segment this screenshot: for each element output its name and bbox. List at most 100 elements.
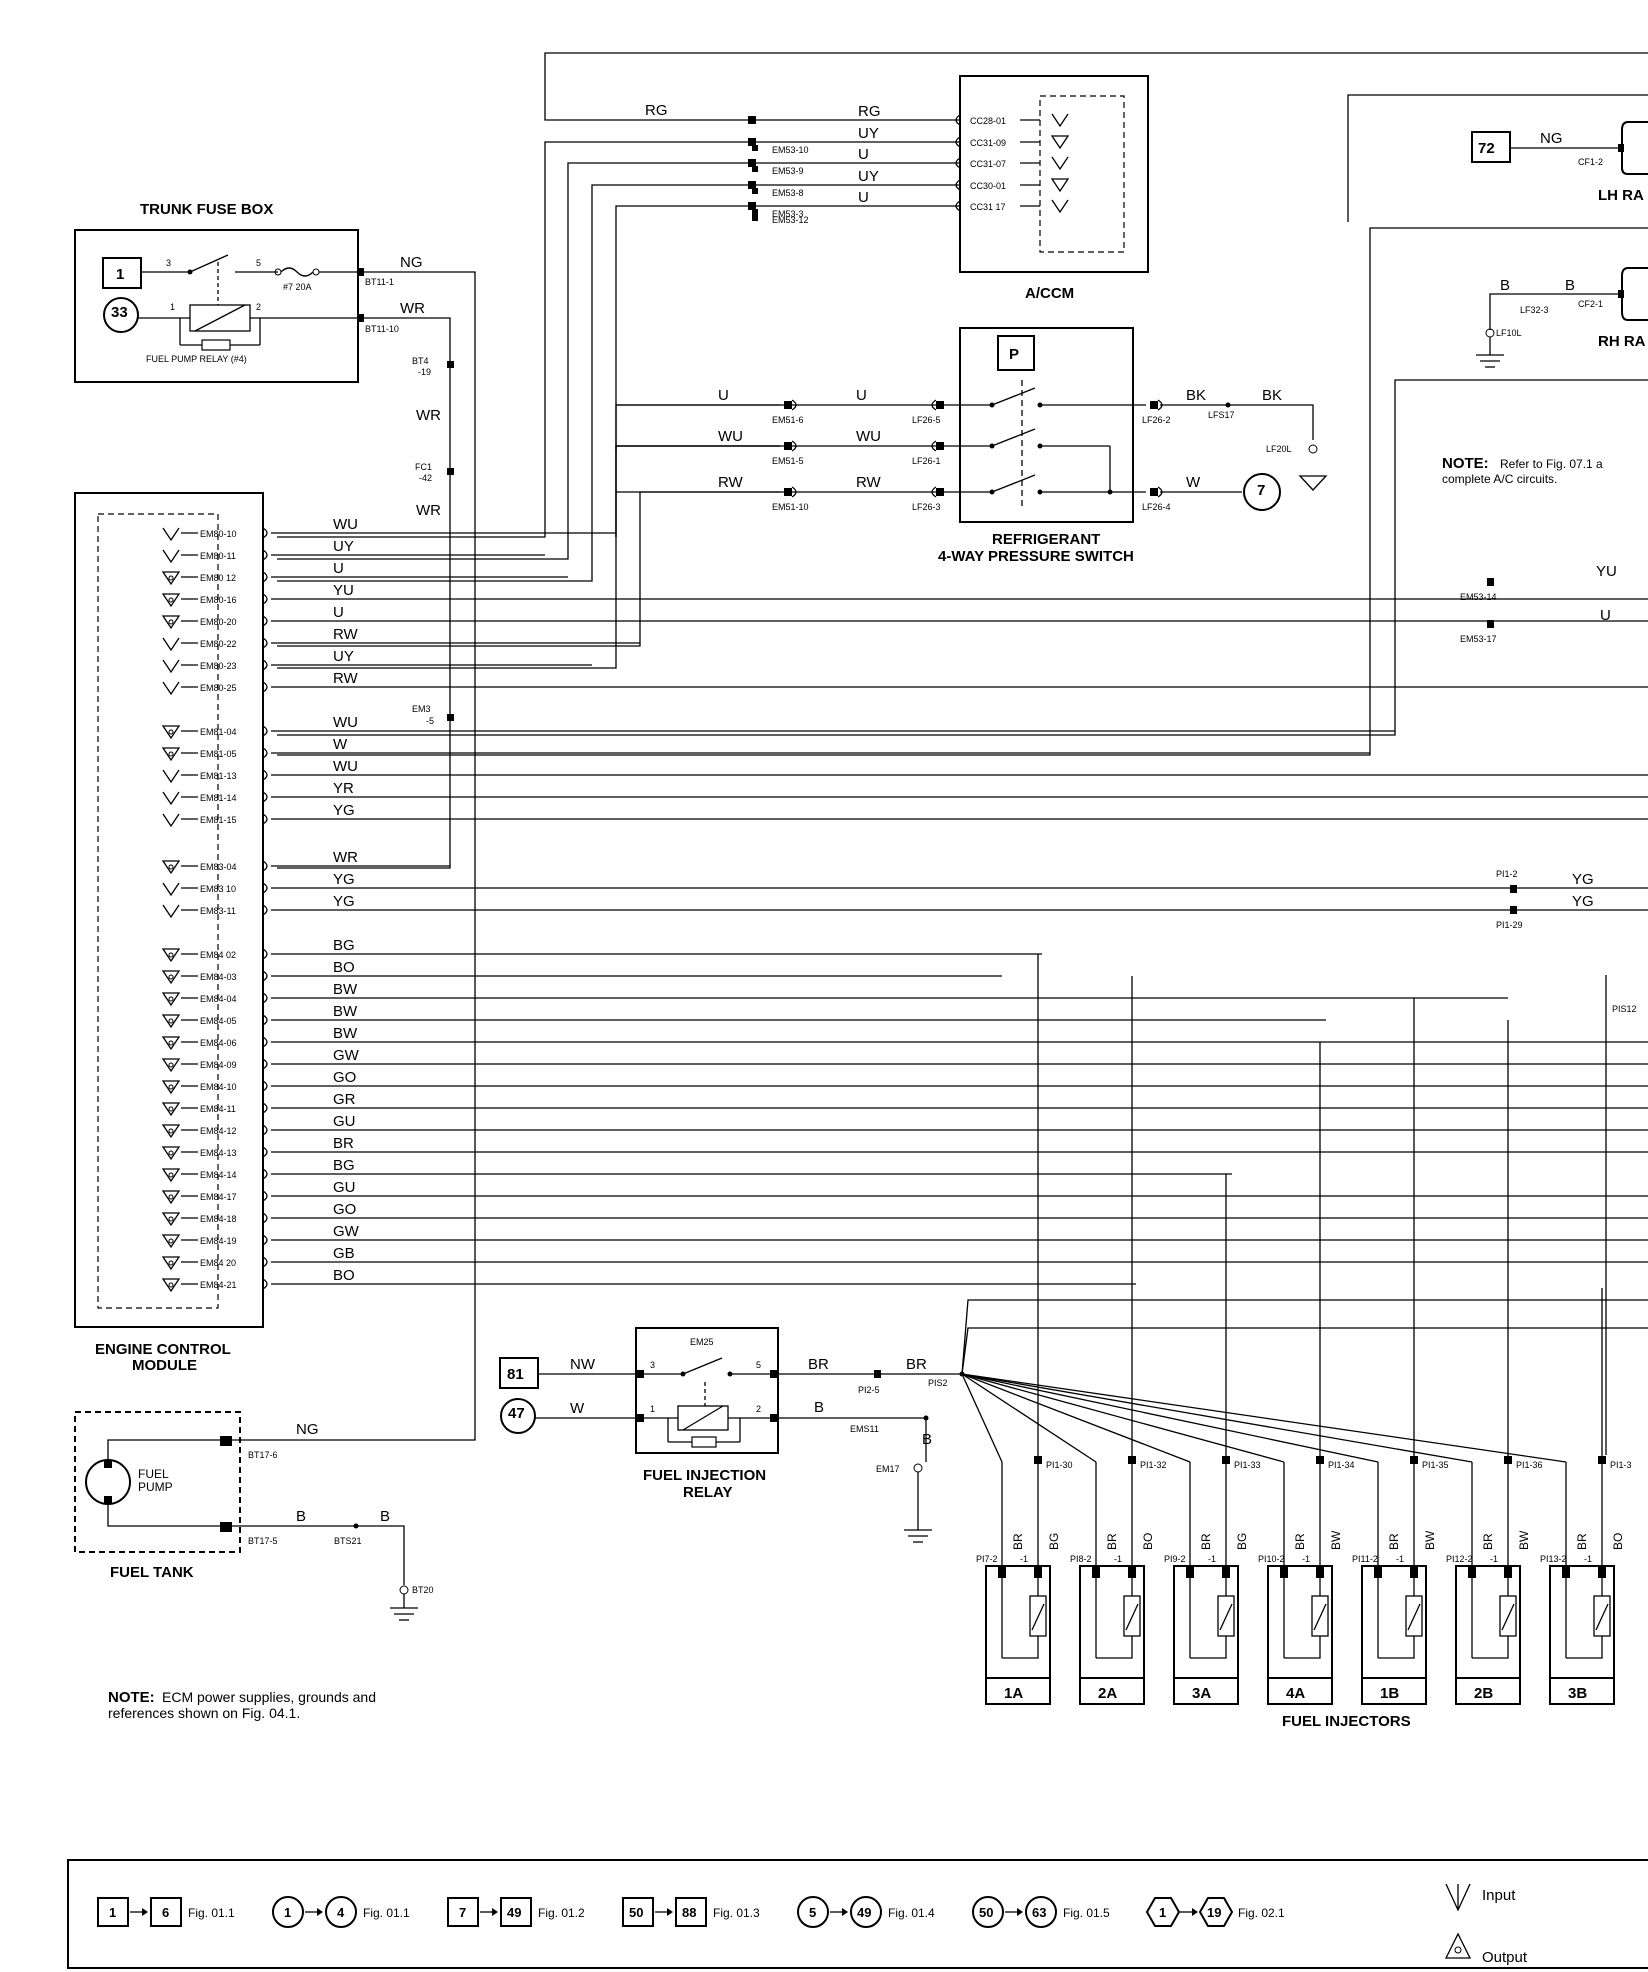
injector-pin-a: PI9-2: [1164, 1554, 1186, 1564]
ac-note-l1: Refer to Fig. 07.1 a: [1500, 457, 1603, 471]
ecm-pin-label: EM84-21: [200, 1280, 237, 1290]
svg-text:EM53-14: EM53-14: [1460, 592, 1497, 602]
ecm-pin-symbol: [162, 549, 180, 564]
accm-module: A/CCM: [959, 75, 1149, 302]
svg-text:NOTE:: NOTE:: [108, 1689, 155, 1706]
wire-ng: NG: [400, 254, 423, 271]
injector-name: 4A: [1286, 1685, 1305, 1702]
ecm-wire-code: WU: [333, 516, 358, 533]
svg-text:WR: WR: [416, 502, 441, 519]
ecm-pin-symbol: [161, 725, 181, 740]
legend-ref: 1: [109, 1905, 116, 1920]
ecm-wire-code: W: [333, 736, 348, 753]
ecm-wire-code: WR: [333, 849, 358, 866]
accm-wire-code: U: [858, 189, 869, 206]
accm-conn-label: EM53-10: [772, 145, 809, 155]
ref-1: 1: [116, 266, 124, 283]
injector-name: 3B: [1568, 1685, 1587, 1702]
ecm-label-1: ENGINE CONTROL: [95, 1341, 231, 1358]
injector-pin-b: -1: [1396, 1554, 1404, 1564]
injector-wire-a: BR: [1105, 1533, 1119, 1550]
svg-text:-42: -42: [419, 473, 432, 483]
injector-pin-b: -1: [1208, 1554, 1216, 1564]
accm-conn-label: EM53-12: [772, 215, 809, 225]
ecm-wire-code: GO: [333, 1201, 356, 1218]
ecm-wire-code: YG: [333, 802, 355, 819]
ecm-pin-label: EM84-19: [200, 1236, 237, 1246]
injector-conn: PI1-3: [1610, 1460, 1632, 1470]
injector-pin-b: -1: [1584, 1554, 1592, 1564]
svg-text:references shown on Fig. 04.1.: references shown on Fig. 04.1.: [108, 1705, 300, 1721]
switch-out-wire: BK: [1186, 387, 1206, 404]
switch-pin: LF26-5: [912, 415, 941, 425]
legend-ref: 49: [507, 1905, 521, 1920]
injector-pin-a: PI11-2: [1352, 1554, 1378, 1564]
ecm-pin-symbol: [161, 571, 181, 586]
injector-name: 2B: [1474, 1685, 1493, 1702]
legend-ref: 49: [857, 1905, 871, 1920]
ecm-pin-label: EM80-20: [200, 617, 237, 627]
ecm-wire-code: BG: [333, 937, 355, 954]
ecm-pin-label: EM84-05: [200, 1016, 237, 1026]
switch-out-pin: LF26-2: [1142, 415, 1171, 425]
ecm-pin-symbol: [161, 1036, 181, 1051]
legend-output: Output: [1482, 1949, 1528, 1966]
ecm-pin-symbol: [162, 813, 180, 828]
injector-pin-b: -1: [1020, 1554, 1028, 1564]
svg-text:PI1-29: PI1-29: [1496, 920, 1523, 930]
ecm-pin-label: EM80-25: [200, 683, 237, 693]
accm-wire-code: UY: [858, 125, 879, 142]
ecm-pin-label: EM84-10: [200, 1082, 237, 1092]
ecm-wire-code: YG: [333, 871, 355, 888]
svg-text:U: U: [1600, 607, 1611, 624]
accm-pins: CC28-01RGCC31-09UYEM53-10CC31-07UEM53-9C…: [645, 102, 1070, 225]
fuel-tank-label: FUEL TANK: [110, 1564, 194, 1581]
ecm-pin-label: EM84-17: [200, 1192, 237, 1202]
injector-name: 2A: [1098, 1685, 1117, 1702]
svg-text:RELAY: RELAY: [683, 1484, 732, 1501]
injector-wire-b: BW: [1517, 1530, 1531, 1550]
svg-text:CF2-1: CF2-1: [1578, 299, 1603, 309]
switch-left-wire: U: [718, 387, 729, 404]
ecm-pin-symbol: [161, 1212, 181, 1227]
svg-text:EM17: EM17: [876, 1464, 900, 1474]
ecm-pin-symbol: [161, 1234, 181, 1249]
ref-circle-47: [500, 1398, 536, 1434]
svg-text:LF32-3: LF32-3: [1520, 305, 1549, 315]
ecm-pin-symbol: [161, 948, 181, 963]
svg-text:3: 3: [650, 1360, 655, 1370]
ecm-wire-code: BR: [333, 1135, 354, 1152]
legend-ref: 50: [629, 1905, 643, 1920]
injector-pin-a: PI7-2: [976, 1554, 998, 1564]
svg-text:BK: BK: [1262, 387, 1282, 404]
svg-text:B: B: [1565, 277, 1575, 294]
ecm-wire-code: BG: [333, 1157, 355, 1174]
ref-box-72: [1471, 131, 1511, 163]
switch-pin: LF26-1: [912, 456, 941, 466]
trunk-wires: NG WR BT4 -19 WR FC1 -42 WR EM3 -5: [220, 254, 476, 1441]
ac-note-bold: NOTE:: [1442, 455, 1489, 472]
legend-fig: Fig. 02.1: [1238, 1906, 1285, 1920]
ecm-pin-label: EM81-05: [200, 749, 237, 759]
accm-pin-label: CC28-01: [970, 116, 1006, 126]
ecm-pin-label: EM80-16: [200, 595, 237, 605]
relay-pin-3: 3: [166, 258, 171, 268]
switch-ecm-wires: [277, 404, 780, 647]
ecm-pin-label: EM84-03: [200, 972, 237, 982]
ecm-pin-symbol: [161, 1190, 181, 1205]
legend-ref: 4: [337, 1905, 345, 1920]
svg-text:W: W: [570, 1400, 585, 1417]
injector-wire-a: BR: [1575, 1533, 1589, 1550]
fuse-label: #7 20A: [283, 282, 312, 292]
ecm-pin-symbol: [161, 1058, 181, 1073]
ecm-wire-code: WU: [333, 714, 358, 731]
switch-right-wire: RW: [856, 474, 882, 491]
wire-wr: WR: [400, 300, 425, 317]
ecm-pin-label: EM80 12: [200, 573, 236, 583]
ref-box-81: [499, 1357, 539, 1389]
ref-33: 33: [111, 304, 128, 321]
injector-name: 1A: [1004, 1685, 1023, 1702]
injector-wire-b: BO: [1141, 1533, 1155, 1550]
ecm-wire-code: GB: [333, 1245, 355, 1262]
